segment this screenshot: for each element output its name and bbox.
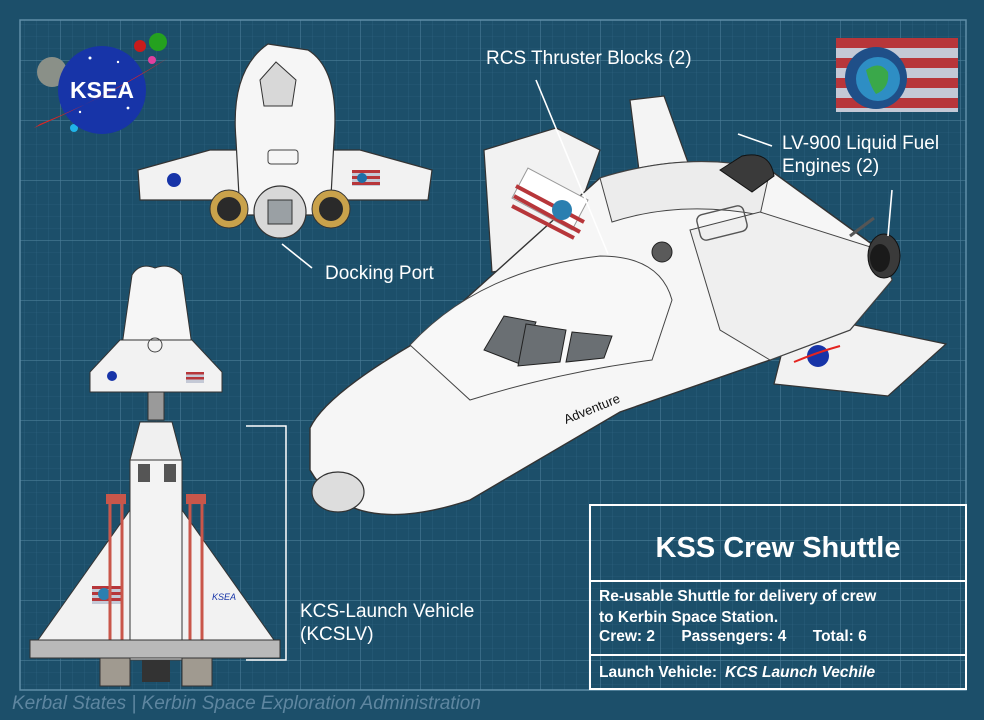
spec-divider (591, 580, 965, 582)
spec-total: Total: 6 (812, 628, 867, 645)
callout-launch-vehicle: KCS-Launch Vehicle (KCSLV) (300, 600, 474, 646)
spec-description: Re-usable Shuttle for delivery of crew t… (599, 586, 876, 628)
spec-launch-vehicle: Launch Vehicle: KCS Launch Vechile (599, 664, 875, 682)
spec-launch-value: KCS Launch Vechile (725, 664, 876, 681)
spec-description-line1: Re-usable Shuttle for delivery of crew (599, 588, 877, 605)
logo-cyan-moon (70, 124, 78, 132)
shuttle-top-view (137, 43, 433, 239)
rcs-thruster-block (651, 241, 673, 263)
wing-ksea-decal (793, 345, 841, 367)
callout-docking-port: Docking Port (325, 263, 434, 284)
top-view-ksea-decal (167, 173, 181, 187)
launch-stack-view: KSEA (29, 265, 281, 687)
nose-docking-port (311, 471, 365, 513)
shuttle-main-view: Adventure (309, 95, 948, 516)
main-flag-decal (511, 167, 589, 240)
logo-red-swoosh (34, 58, 168, 128)
spec-divider (591, 654, 965, 656)
kerbal-states-flag (836, 38, 958, 112)
callout-lines (281, 79, 893, 269)
footer-credit: Kerbal States | Kerbin Space Exploration… (12, 693, 481, 714)
lv900-engines (719, 154, 901, 279)
callout-launch-line2: (KCSLV) (300, 624, 374, 645)
spec-launch-label: Launch Vehicle: (599, 664, 718, 681)
spec-crew: Crew: 2 (599, 628, 655, 645)
launch-vehicle-bracket (246, 425, 287, 661)
grid-border (19, 19, 967, 691)
ksea-logo: KSEA (34, 33, 168, 134)
logo-red-moon (134, 40, 146, 52)
spec-title: KSS Crew Shuttle (655, 532, 901, 564)
logo-text: KSEA (70, 77, 134, 103)
callout-launch-line1: KCS-Launch Vehicle (300, 601, 475, 622)
cockpit-windows (483, 315, 613, 367)
callout-lv900-line2: Engines (2) (782, 156, 880, 177)
callout-lv900-line1: LV-900 Liquid Fuel (782, 133, 940, 154)
logo-green-moon (149, 33, 167, 51)
spec-panel: KSS Crew Shuttle Re-usable Shuttle for d… (589, 504, 967, 690)
logo-pink-moon (148, 56, 156, 64)
side-view-ksea-label: KSEA (212, 592, 236, 602)
spec-passengers: Passengers: 4 (681, 628, 787, 645)
spec-description-line2: to Kerbin Space Station. (599, 609, 779, 626)
spec-capacity: Crew: 2 Passengers: 4 Total: 6 (599, 628, 889, 646)
callout-rcs-thrusters: RCS Thruster Blocks (2) (486, 48, 692, 69)
callout-lv900-engines: LV-900 Liquid Fuel Engines (2) (782, 132, 939, 178)
